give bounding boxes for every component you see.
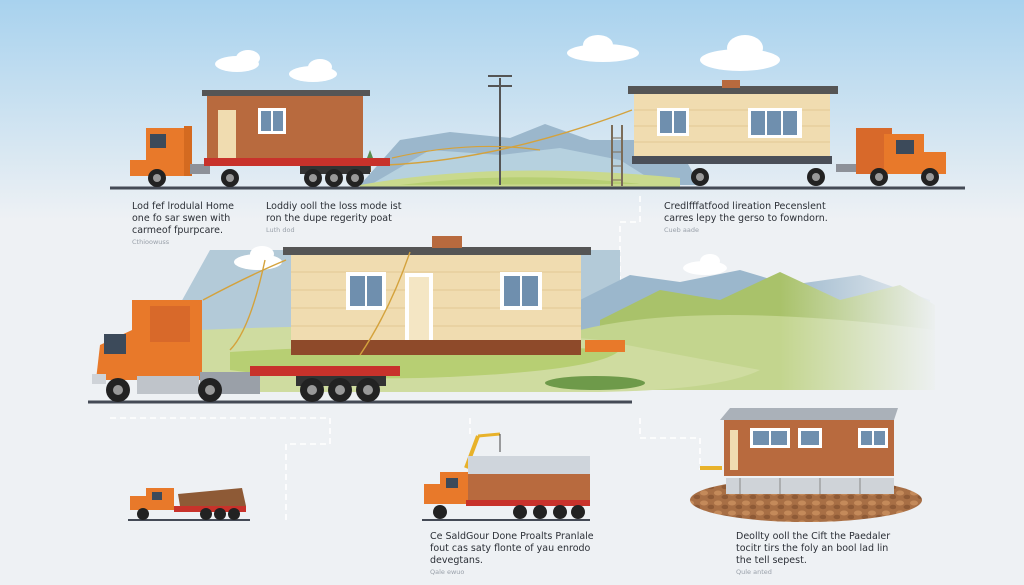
truck-icon [130,488,246,520]
caption-line: tocitr tirs the foly an bool lad lin [736,543,889,554]
caption-note: Cueb aade [664,226,699,234]
step-caption-2: Loddiy ooll the loss mode ist ron the du… [266,201,401,235]
modular-home-icon [628,80,838,164]
cloud-icon [234,246,727,275]
caption-line: one fo sar swen with [132,213,231,224]
ladder-icon [611,125,623,186]
caption-note: Cthioowuss [132,238,170,246]
step-caption-5: Deollty ooll the Cift the Paedaler tocit… [736,531,890,577]
truck-icon [92,300,400,402]
caption-line: Lod fef lrodulal Home [132,201,234,212]
utility-pole-icon [488,75,512,185]
modular-home-icon [202,90,370,158]
truck-icon [424,456,590,519]
truck-icon [691,128,946,186]
step-caption-3: Credlfffatfood lireation Pecenslent carr… [664,201,828,235]
caption-line: the tell sepest. [736,555,807,566]
caption-line: Loddiy ooll the loss mode ist [266,201,402,212]
caption-line: Ce SaldGour Done Proalts Pranlale [430,531,594,542]
truck-icon [130,126,390,187]
caption-line: carres lepy the gerso to fowndorn. [664,213,828,224]
caption-note: Qule anted [736,568,772,576]
caption-line: devegtans. [430,555,483,566]
step-caption-1: Lod fef lrodulal Home one fo sar swen wi… [132,201,234,247]
caption-line: carmeof fpurpcare. [132,225,223,236]
cloud-icon [215,35,780,82]
caption-line: fout cas saty flonte of yau enrodo [430,543,591,554]
foundation-icon [690,478,922,522]
caption-line: Deollty ooll the Cift the Paedaler [736,531,891,542]
caption-note: Luth dod [266,226,295,234]
modular-home-icon [283,236,625,355]
caption-line: ron the dupe regerity poat [266,213,392,224]
modular-home-icon [700,408,898,476]
step-caption-4: Ce SaldGour Done Proalts Pranlale fout c… [430,531,594,577]
caption-note: Qale ewuo [430,568,465,576]
caption-line: Credlfffatfood lireation Pecenslent [664,201,826,212]
